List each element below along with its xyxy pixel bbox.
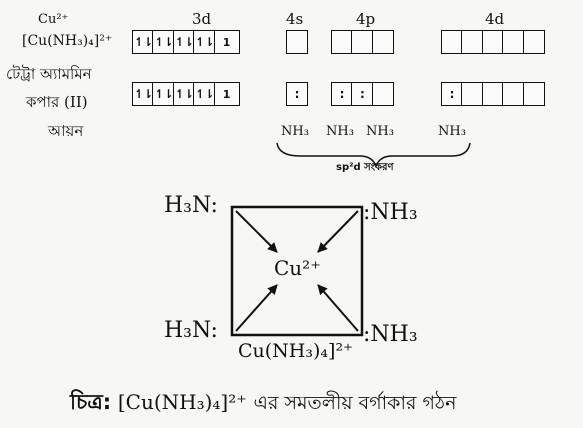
hybridization-label: sp²d সংকরণ	[336, 162, 394, 173]
row2-4s-box: :	[286, 82, 308, 106]
figure-caption: চিত্র: [Cu(NH₃)₄]²⁺ এর সমতলীয় বর্গাকার …	[70, 386, 456, 421]
bond-arrow	[317, 210, 359, 253]
complex-name-line3: আয়ন	[48, 122, 84, 140]
caption-text: এর সমতলীয় বর্গাকার গঠন	[253, 392, 457, 414]
row1-4s-box	[286, 30, 308, 54]
ligand-bottom-left: H₃N:	[164, 318, 218, 343]
orbital-box: ↿⇂	[193, 82, 216, 106]
orbital-label-4p: 4p	[356, 10, 376, 28]
orbital-label-4d: 4d	[485, 10, 505, 28]
ligand-label: NH₃	[326, 124, 354, 139]
ligand-top-left: H₃N:	[164, 193, 218, 218]
orbital-box	[371, 30, 394, 54]
ligand-label: NH₃	[281, 124, 309, 139]
orbital-box: 1	[213, 82, 240, 106]
bond-arrow	[235, 284, 278, 332]
orbital-box-ligand-pair: :	[286, 82, 308, 106]
bond-arrow	[235, 210, 278, 253]
square-outline	[230, 205, 364, 337]
row1-3d-boxes: ↿⇂ ↿⇂ ↿⇂ ↿⇂ 1	[132, 30, 240, 54]
row2-4p-boxes: : :	[331, 82, 394, 106]
bond-arrow	[317, 284, 359, 332]
row2-3d-boxes: ↿⇂ ↿⇂ ↿⇂ ↿⇂ 1	[132, 82, 240, 106]
orbital-box-ligand-pair: :	[441, 82, 463, 106]
orbital-box: 1	[213, 30, 240, 54]
ligand-label: NH₃	[366, 124, 394, 139]
center-ion: Cu²⁺	[274, 256, 321, 280]
cu-ion-label: Cu²⁺	[38, 12, 69, 27]
orbital-box	[371, 82, 394, 106]
ligand-top-right: :NH₃	[363, 200, 418, 225]
ligand-label: NH₃	[438, 124, 466, 139]
orbital-label-4s: 4s	[286, 10, 304, 28]
orbital-label-3d: 3d	[192, 10, 212, 28]
complex-name-line1: টেট্রা অ্যামমিন	[6, 65, 92, 83]
caption-formula: [Cu(NH₃)₄]²⁺	[117, 390, 247, 414]
complex-name-line2: কপার (II)	[26, 93, 88, 111]
orbital-box: ↿⇂	[193, 30, 216, 54]
orbital-box: ↿⇂	[132, 30, 154, 54]
orbital-box	[522, 82, 545, 106]
row1-4p-boxes	[331, 30, 394, 54]
caption-prefix: চিত্র:	[70, 390, 112, 414]
orbital-box	[286, 30, 308, 54]
ligand-bottom-right: :NH₃	[363, 322, 418, 347]
orbital-box	[522, 30, 545, 54]
row2-4d-boxes: :	[441, 82, 545, 106]
orbital-box: ↿⇂	[132, 82, 154, 106]
hybridization-brace	[276, 142, 471, 169]
complex-label: [Cu(NH₃)₄]²⁺	[22, 33, 113, 49]
row1-4d-boxes	[441, 30, 545, 54]
complex-formula: Cu(NH₃)₄]²⁺	[238, 340, 354, 362]
